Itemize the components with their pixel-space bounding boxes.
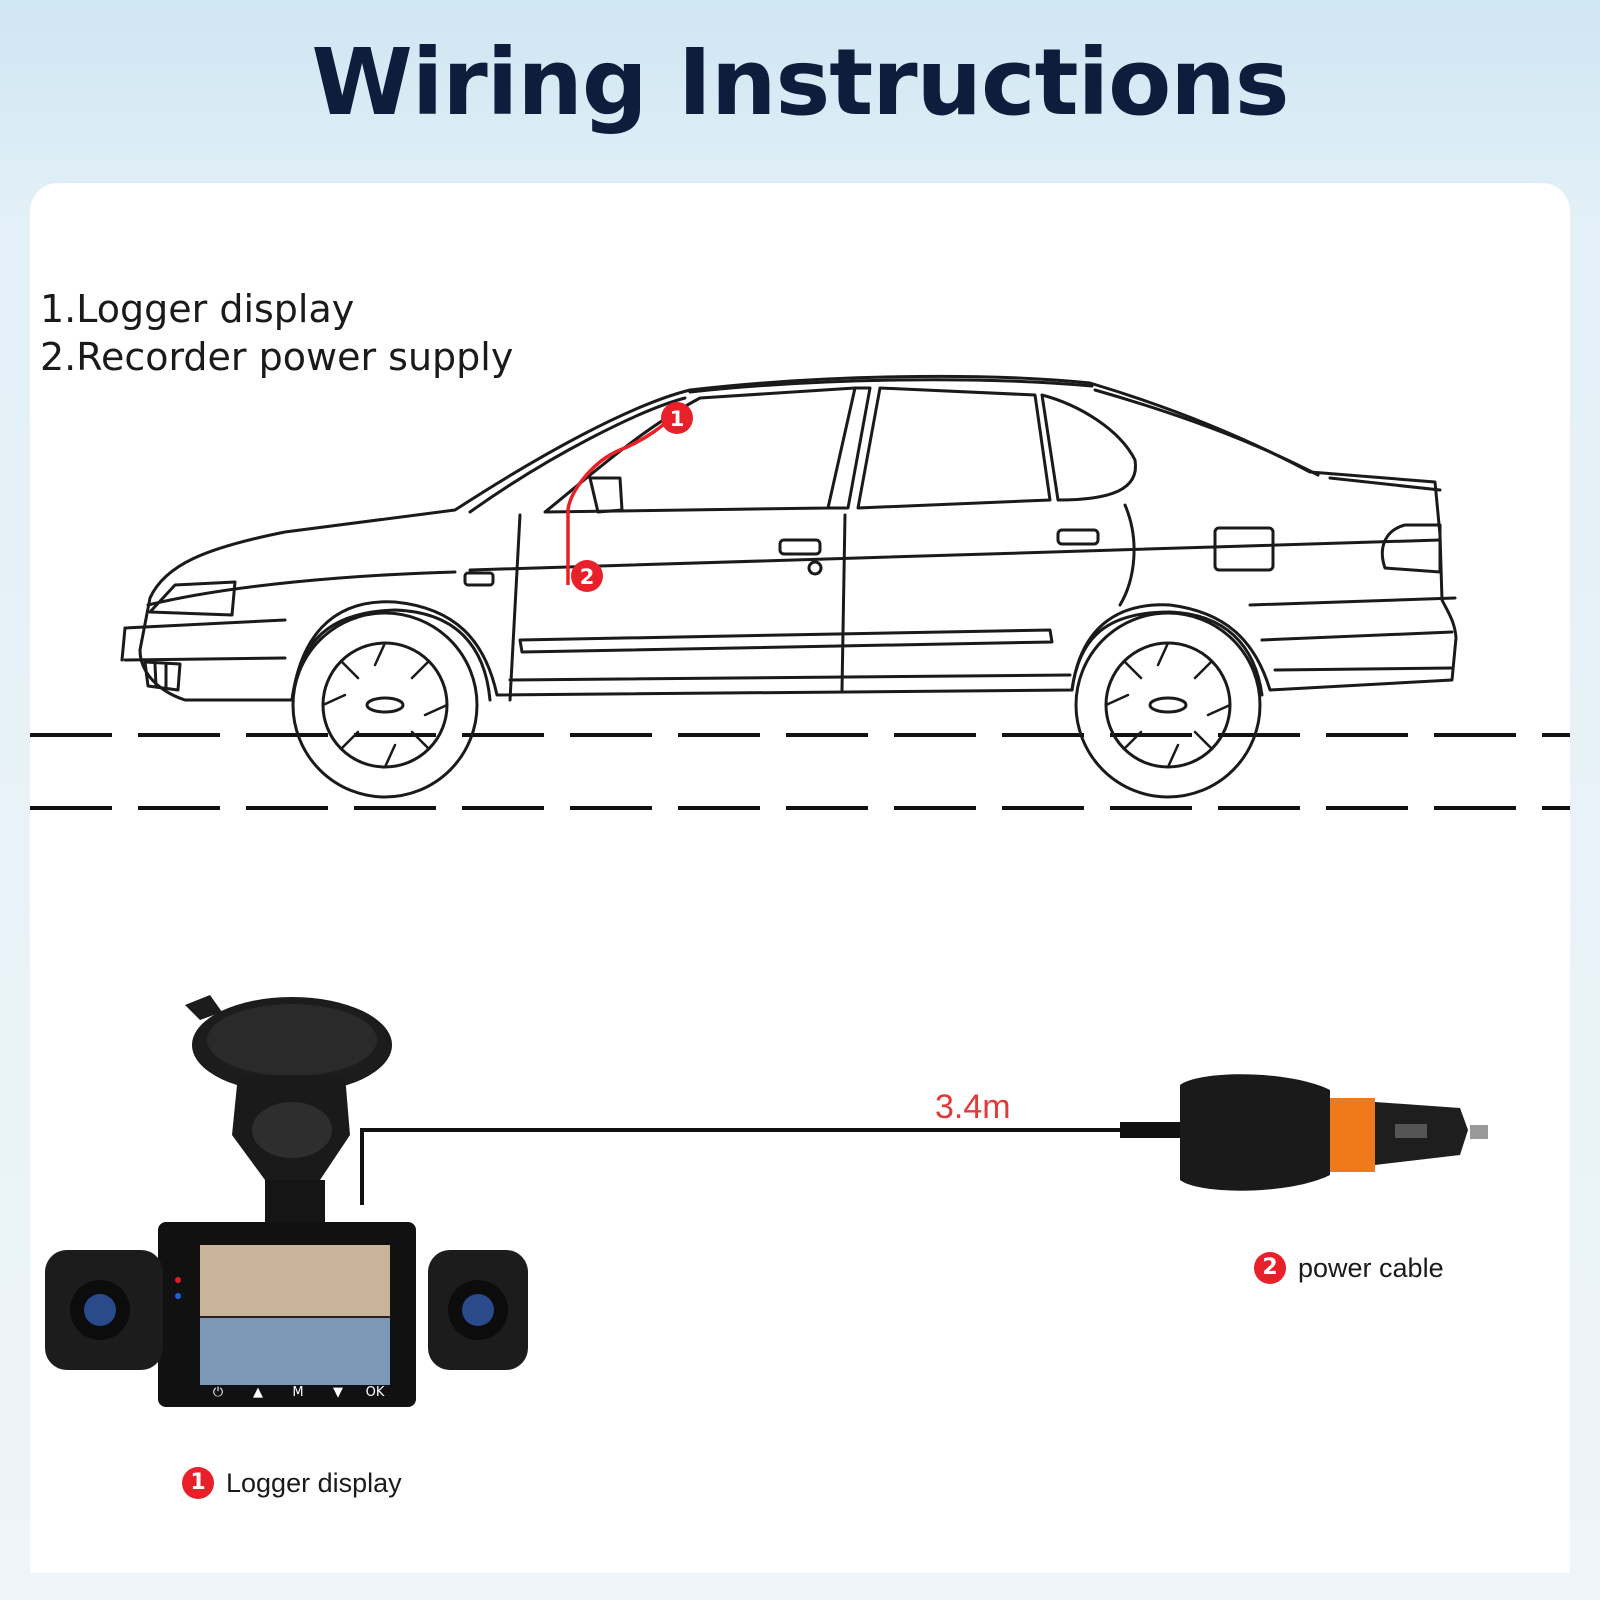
badge-1: 1 — [182, 1467, 214, 1499]
legend: 1.Logger display 2.Recorder power supply — [40, 285, 513, 381]
legend-item-power: 2.Recorder power supply — [40, 335, 514, 379]
power-icon: ⏻ — [213, 1385, 223, 1400]
screen-buttons: ⏻ ▲ M ▼ OK — [213, 1385, 385, 1400]
marker-1: 1 — [661, 402, 693, 434]
logger-display-caption: 1 Logger display — [182, 1467, 402, 1499]
down-icon: ▼ — [333, 1385, 343, 1400]
power-cable-label: power cable — [1298, 1252, 1444, 1283]
badge-2: 2 — [1254, 1252, 1286, 1284]
marker-2: 2 — [571, 560, 603, 592]
power-cable-caption: 2 power cable — [1254, 1252, 1444, 1284]
car-charger — [1120, 1074, 1488, 1191]
wiring-route — [566, 410, 679, 585]
logger-display-label: Logger display — [226, 1467, 402, 1498]
page-title: Wiring Instructions — [311, 29, 1289, 136]
up-icon: ▲ — [253, 1385, 263, 1400]
legend-item-logger: 1.Logger display — [40, 287, 355, 331]
cable-length: 3.4m — [935, 1088, 1011, 1126]
svg-text:2: 2 — [580, 565, 595, 589]
svg-text:1: 1 — [670, 407, 685, 431]
car-outline — [120, 374, 1458, 799]
mode-button-label: M — [292, 1385, 303, 1400]
ok-button-label: OK — [366, 1385, 385, 1400]
road-lines — [30, 733, 1570, 810]
dash-cam-device — [45, 995, 1120, 1407]
